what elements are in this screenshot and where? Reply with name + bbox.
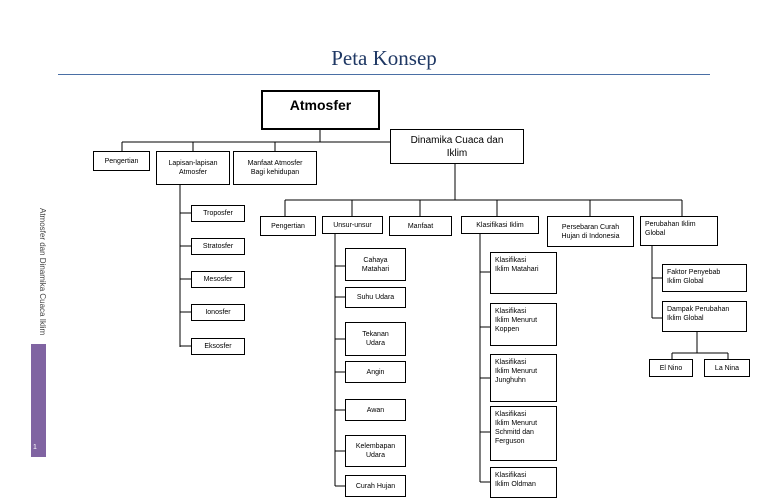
unsur-item: Tekanan Udara (345, 322, 406, 356)
title-divider (58, 74, 710, 75)
dyn-manfaat: Manfaat (389, 216, 452, 236)
dyn-unsur-unsur: Unsur-unsur (322, 216, 383, 234)
layer-item: Stratosfer (191, 238, 245, 255)
klasifikasi-item: Klasifikasi Iklim Oldman (490, 467, 557, 498)
root-atmosfer-box: Atmosfer (261, 90, 380, 130)
klasifikasi-item: Klasifikasi Iklim Menurut Schmitd dan Fe… (490, 406, 557, 461)
layer-item: Eksosfer (191, 338, 245, 355)
dampak-el-nino: El Nino (649, 359, 693, 377)
unsur-item: Kelembapan Udara (345, 435, 406, 467)
node-lapisan-atmosfer: Lapisan-lapisan Atmosfer (156, 151, 230, 185)
dyn-persebaran-curah-hujan: Persebaran Curah Hujan di Indonesia (547, 216, 634, 247)
page-title: Peta Konsep (331, 46, 437, 70)
layer-item: Mesosfer (191, 271, 245, 288)
node-pengertian: Pengertian (93, 151, 150, 171)
perubahan-item: Dampak Perubahan Iklim Global (662, 301, 747, 332)
side-page-tab (31, 344, 46, 457)
side-section-label: Atmosfer dan Dinamika Cuaca Iklim (38, 208, 47, 336)
dyn-klasifikasi-iklim: Klasifikasi Iklim (461, 216, 539, 234)
layer-item: Troposfer (191, 205, 245, 222)
unsur-item: Suhu Udara (345, 287, 406, 308)
layer-item: Ionosfer (191, 304, 245, 321)
klasifikasi-item: Klasifikasi Iklim Menurut Koppen (490, 303, 557, 346)
node-manfaat-atmosfer: Manfaat Atmosfer Bagi kehidupan (233, 151, 317, 185)
dyn-pengertian: Pengertian (260, 216, 316, 236)
klasifikasi-item: Klasifikasi Iklim Menurut Junghuhn (490, 354, 557, 402)
unsur-item: Cahaya Matahari (345, 248, 406, 281)
dampak-la-nina: La Nina (704, 359, 750, 377)
unsur-item: Awan (345, 399, 406, 421)
node-dinamika-cuaca-iklim: Dinamika Cuaca dan Iklim (390, 129, 524, 164)
perubahan-item: Faktor Penyebab Iklim Global (662, 264, 747, 292)
unsur-item: Curah Hujan (345, 475, 406, 497)
klasifikasi-item: Klasifikasi Iklim Matahari (490, 252, 557, 294)
page-number: 1 (33, 444, 37, 451)
dyn-perubahan-iklim-global: Perubahan Iklim Global (640, 216, 718, 246)
unsur-item: Angin (345, 361, 406, 383)
